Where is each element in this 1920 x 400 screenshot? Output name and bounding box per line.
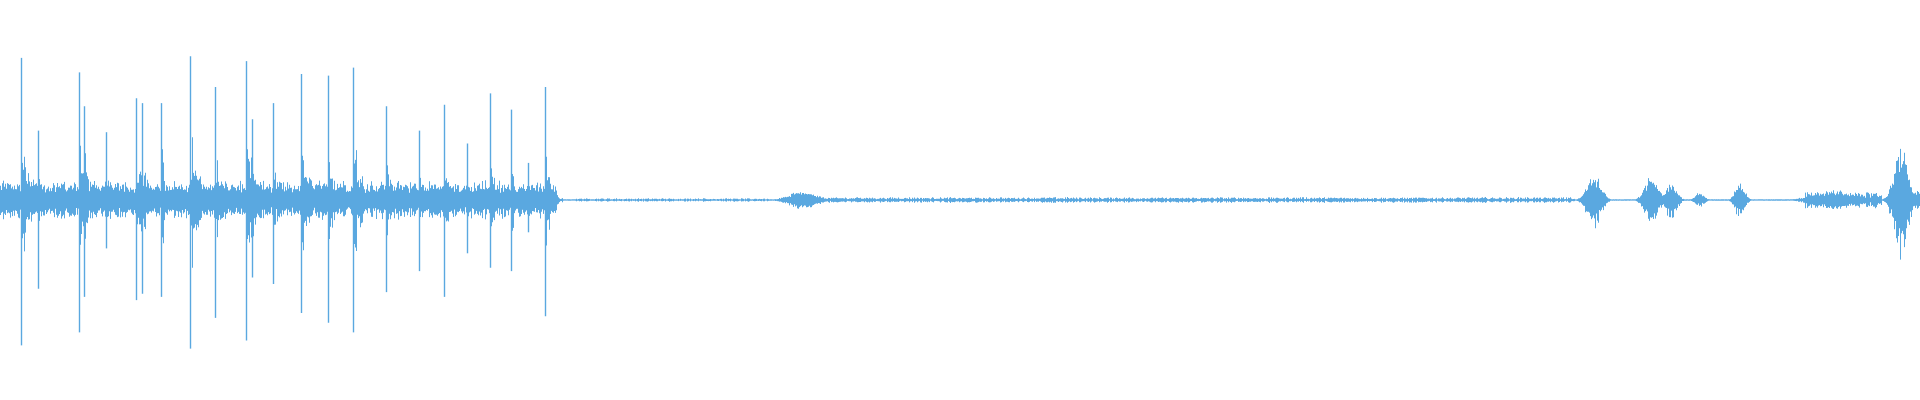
waveform-trace <box>0 56 1920 349</box>
